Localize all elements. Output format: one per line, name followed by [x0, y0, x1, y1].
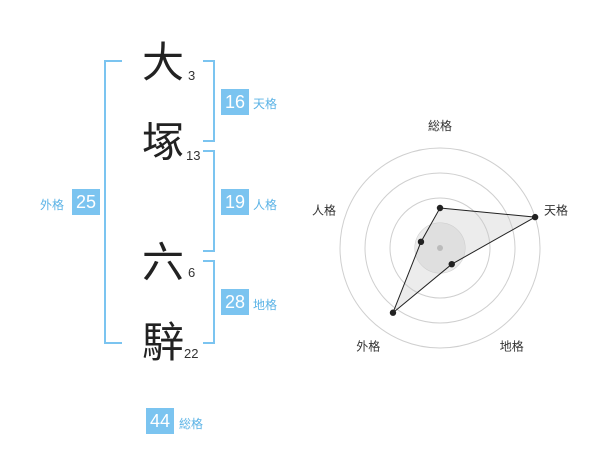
radar-point-3: [389, 309, 397, 316]
gaikaku-label: 外格: [40, 198, 65, 212]
radar-point-2: [448, 260, 455, 268]
chikaku-label: 地格: [253, 298, 278, 312]
stroke-count-1: 3: [188, 68, 196, 83]
radar-ring-2: [389, 197, 491, 299]
chikaku-value: 28: [221, 289, 249, 315]
stroke-count-2: 13: [186, 148, 201, 163]
radar-point-4: [417, 238, 425, 246]
soukaku-label: 総格: [179, 417, 204, 431]
radar-ring-3: [364, 172, 516, 324]
radar-polygon: [392, 207, 537, 314]
stroke-count-3: 6: [188, 265, 196, 280]
gaikaku-bracket: [104, 60, 122, 344]
jinkaku-value: 19: [221, 189, 249, 215]
jinkaku-label: 人格: [253, 198, 278, 212]
tenkaku-value: 16: [221, 89, 249, 115]
radar-center-dot: [437, 245, 443, 251]
radar-point-0: [436, 204, 444, 212]
radar-point-1: [531, 213, 539, 221]
tenkaku-bracket: [203, 60, 215, 142]
tenkaku-label: 天格: [253, 97, 278, 111]
name-char-1: 大: [142, 38, 185, 87]
name-char-4: 騂: [142, 318, 185, 367]
name-char-3: 六: [142, 238, 185, 287]
jinkaku-bracket: [203, 150, 215, 252]
radar-ring-4: [339, 147, 541, 349]
radar-axis-label-2: 地格: [500, 339, 524, 354]
gaikaku-value: 25: [72, 189, 100, 215]
stroke-count-4: 22: [184, 346, 199, 361]
radar-axis-label-4: 人格: [312, 202, 336, 217]
radar-axis-label-3: 外格: [356, 339, 380, 354]
radar-axis-label-0: 総格: [428, 118, 452, 133]
radar-axis-label-1: 天格: [544, 202, 568, 217]
soukaku-value: 44: [146, 408, 174, 434]
name-char-2: 塚: [142, 118, 185, 167]
chikaku-bracket: [203, 260, 215, 344]
